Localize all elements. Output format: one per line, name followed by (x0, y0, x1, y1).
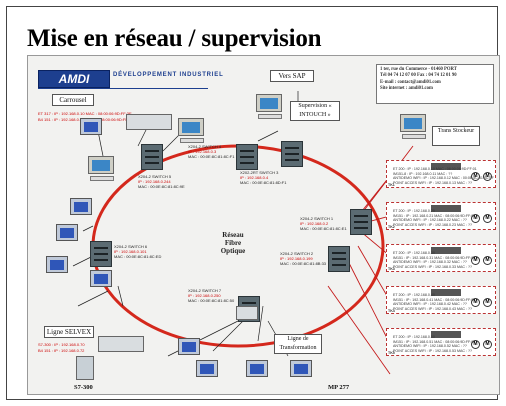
slide-frame: Mise en réseau / supervision (6, 6, 500, 400)
hmi-panel-icon (70, 198, 92, 215)
brand-tagline: DÉVELOPPEMENT INDUSTRIEL (113, 72, 224, 78)
selvex-ip-2: B4 151 : IP : 192.168.0.72 (38, 348, 85, 353)
station-tk1: ET 200 : IP : 192.168.0.10 MAC : 08:00:0… (386, 160, 496, 188)
motor-icon: M (471, 214, 480, 223)
s7-300-icon (76, 356, 94, 380)
switch-3-icon (281, 141, 303, 167)
motor-icon: M (483, 172, 492, 181)
motor-icon: M (483, 214, 492, 223)
switch-1-icon (350, 209, 372, 235)
ligne-transfo-box: Ligne de Transformation (274, 334, 322, 354)
selvex-ip-1: S7-300 : IP : 192.168.0.70 (38, 342, 85, 347)
hmi-panel-icon (196, 360, 218, 377)
address-line: Tél 04 74 12 07 00 Fax : 04 74 12 01 90 (380, 73, 457, 79)
hmi-panel-icon (178, 338, 200, 355)
motor-icon: M (483, 340, 492, 349)
ligne-selvex-box: Ligne SELVEX (44, 326, 94, 338)
switch-4-icon (236, 144, 258, 170)
address-line: E-mail : contact@amdi01.com (380, 79, 441, 85)
hmi-panel-icon (246, 360, 268, 377)
hmi-panel-icon (90, 270, 112, 287)
company-address: 1 ter, rue du Commerce - 01460 PORT Tél … (376, 64, 494, 104)
hmi-panel-icon (290, 360, 312, 377)
address-line: 1 ter, rue du Commerce - 01460 PORT (380, 67, 457, 72)
motor-icon: M (483, 256, 492, 265)
address-line: Site internet : amdi01.com (380, 85, 433, 91)
mp277-label: MP 277 (328, 384, 350, 391)
carrousel-hmi-icon (80, 118, 102, 135)
brand-underline (38, 88, 208, 89)
supervision-pc-icon (256, 94, 284, 120)
motor-icon: M (471, 172, 480, 181)
hmi-panel-icon (56, 224, 78, 241)
carrousel-ip-1: ET 317 : IP : 192.168.0.10 MAC : 08:00:0… (38, 111, 132, 116)
switch-5-icon (141, 144, 163, 170)
motor-icon: M (471, 340, 480, 349)
carrousel-box: Carrousel (52, 94, 94, 106)
hmi-panel-icon (46, 256, 68, 273)
motor-icon: M (483, 298, 492, 307)
network-diagram: AMDI DÉVELOPPEMENT INDUSTRIEL 1 ter, rue… (27, 55, 500, 395)
amdi-logo: AMDI (38, 70, 110, 88)
s7-300-label: S7-300 (74, 384, 93, 391)
carrousel-plc-icon (126, 114, 172, 130)
selvex-plc-icon (98, 336, 144, 352)
supervision-box: Supervision « INTOUCH » (290, 101, 340, 121)
pc-icon (178, 118, 206, 144)
vers-sap-box: Vers SAP (270, 70, 314, 82)
motor-icon: M (471, 256, 480, 265)
slide-title: Mise en réseau / supervision (27, 25, 322, 52)
transfo-plc-icon (236, 306, 258, 320)
stockeur-pc-icon (400, 114, 428, 140)
switch-2-icon (328, 246, 350, 272)
pc-icon (88, 156, 116, 182)
switch-6-icon (90, 241, 112, 267)
motor-icon: M (471, 298, 480, 307)
trans-stockeur-box: Trans Stockeur (432, 126, 480, 146)
